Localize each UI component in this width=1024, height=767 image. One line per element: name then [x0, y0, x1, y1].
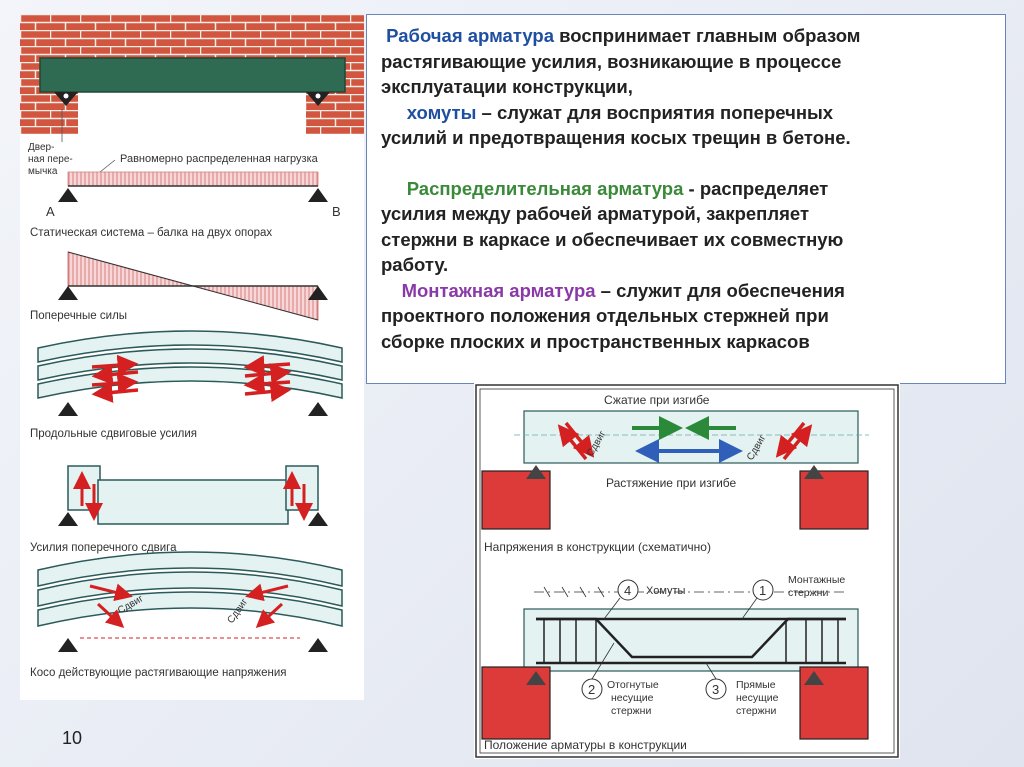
- reinforcement-diagram: Сжатие при изгибе Сдвиг Сдвиг Растяжение…: [475, 384, 899, 758]
- stresses-title: Напряжения в конструкции (схематично): [484, 540, 711, 554]
- svg-text:2: 2: [588, 682, 595, 697]
- lintel-label-3: мычка: [28, 166, 58, 177]
- lintel-label-1: Двер-: [28, 142, 54, 153]
- support-a-label: A: [46, 204, 55, 219]
- diagonal-tension-label: Косо действующие растягивающие напряжени…: [30, 667, 287, 679]
- paragraph-distribution-reinforcement: Распределительная арматура - распределяе…: [381, 177, 844, 276]
- paragraph-working-reinforcement: Рабочая арматура воспринимает главным об…: [381, 25, 861, 97]
- callout-3: 3 Прямые несущие стержни: [705, 662, 781, 717]
- lintel-label-2: ная пере-: [28, 154, 73, 165]
- beam-diagrams: Двер- ная пере- мычка Равномерно распред…: [20, 14, 364, 679]
- support-b-label: B: [332, 204, 341, 219]
- static-system-label: Статическая система – балка на двух опор…: [30, 227, 272, 239]
- callout-1: 1 Монтажные стержни: [741, 574, 848, 620]
- brick-wall-diagram: [20, 14, 364, 134]
- svg-text:Прямые несущие: Прямые несущие стержни: [736, 679, 781, 717]
- page-number: 10: [62, 728, 83, 748]
- paragraph-stirrups: хомуты – служат для восприятия поперечны…: [381, 101, 851, 149]
- svg-text:3: 3: [712, 682, 719, 697]
- callout-4-label: Хомуты: [646, 585, 686, 597]
- reinforcement-title: Положение арматуры в конструкции: [484, 738, 687, 752]
- support-left-icon: [526, 465, 546, 479]
- svg-text:4: 4: [624, 583, 631, 598]
- svg-text:Отогнутые несущие: Отогнутые несущие стержни: [607, 679, 662, 717]
- support-right-icon: [804, 465, 824, 479]
- definitions-text-box: Рабочая арматура воспринимает главным об…: [366, 14, 1006, 384]
- svg-text:Монтажные стержни: Монтажные стержни: [788, 574, 848, 599]
- paragraph-mounting-reinforcement: Монтажная арматура – служит для обеспече…: [381, 279, 845, 352]
- svg-text:Двер- ная пере- мы: Двер- ная пере- мычка: [28, 142, 76, 177]
- callout-2: 2 Отогнутые несущие стержни: [581, 642, 662, 717]
- longitudinal-shear-label: Продольные сдвиговые усилия: [30, 428, 197, 440]
- compression-label: Сжатие при изгибе: [604, 393, 710, 407]
- shear-forces-label: Поперечные силы: [30, 310, 127, 322]
- right-figure: Сжатие при изгибе Сдвиг Сдвиг Растяжение…: [474, 383, 900, 759]
- transverse-shear-label: Усилия поперечного сдвига: [30, 542, 177, 554]
- svg-text:1: 1: [759, 583, 766, 598]
- term-distribution-reinforcement: Распределительная арматура: [406, 177, 684, 199]
- term-stirrups: хомуты: [406, 101, 477, 123]
- left-figure: Двер- ная пере- мычка Равномерно распред…: [20, 14, 364, 700]
- term-mounting-reinforcement: Монтажная арматура: [401, 279, 596, 301]
- callout-4: 4 Хомуты: [603, 579, 686, 620]
- term-working-reinforcement: Рабочая арматура: [386, 25, 554, 46]
- support-a-icon: [58, 188, 78, 202]
- load-label: Равномерно распределенная нагрузка: [120, 153, 319, 165]
- tension-label: Растяжение при изгибе: [606, 476, 737, 490]
- support-b-icon: [308, 188, 328, 202]
